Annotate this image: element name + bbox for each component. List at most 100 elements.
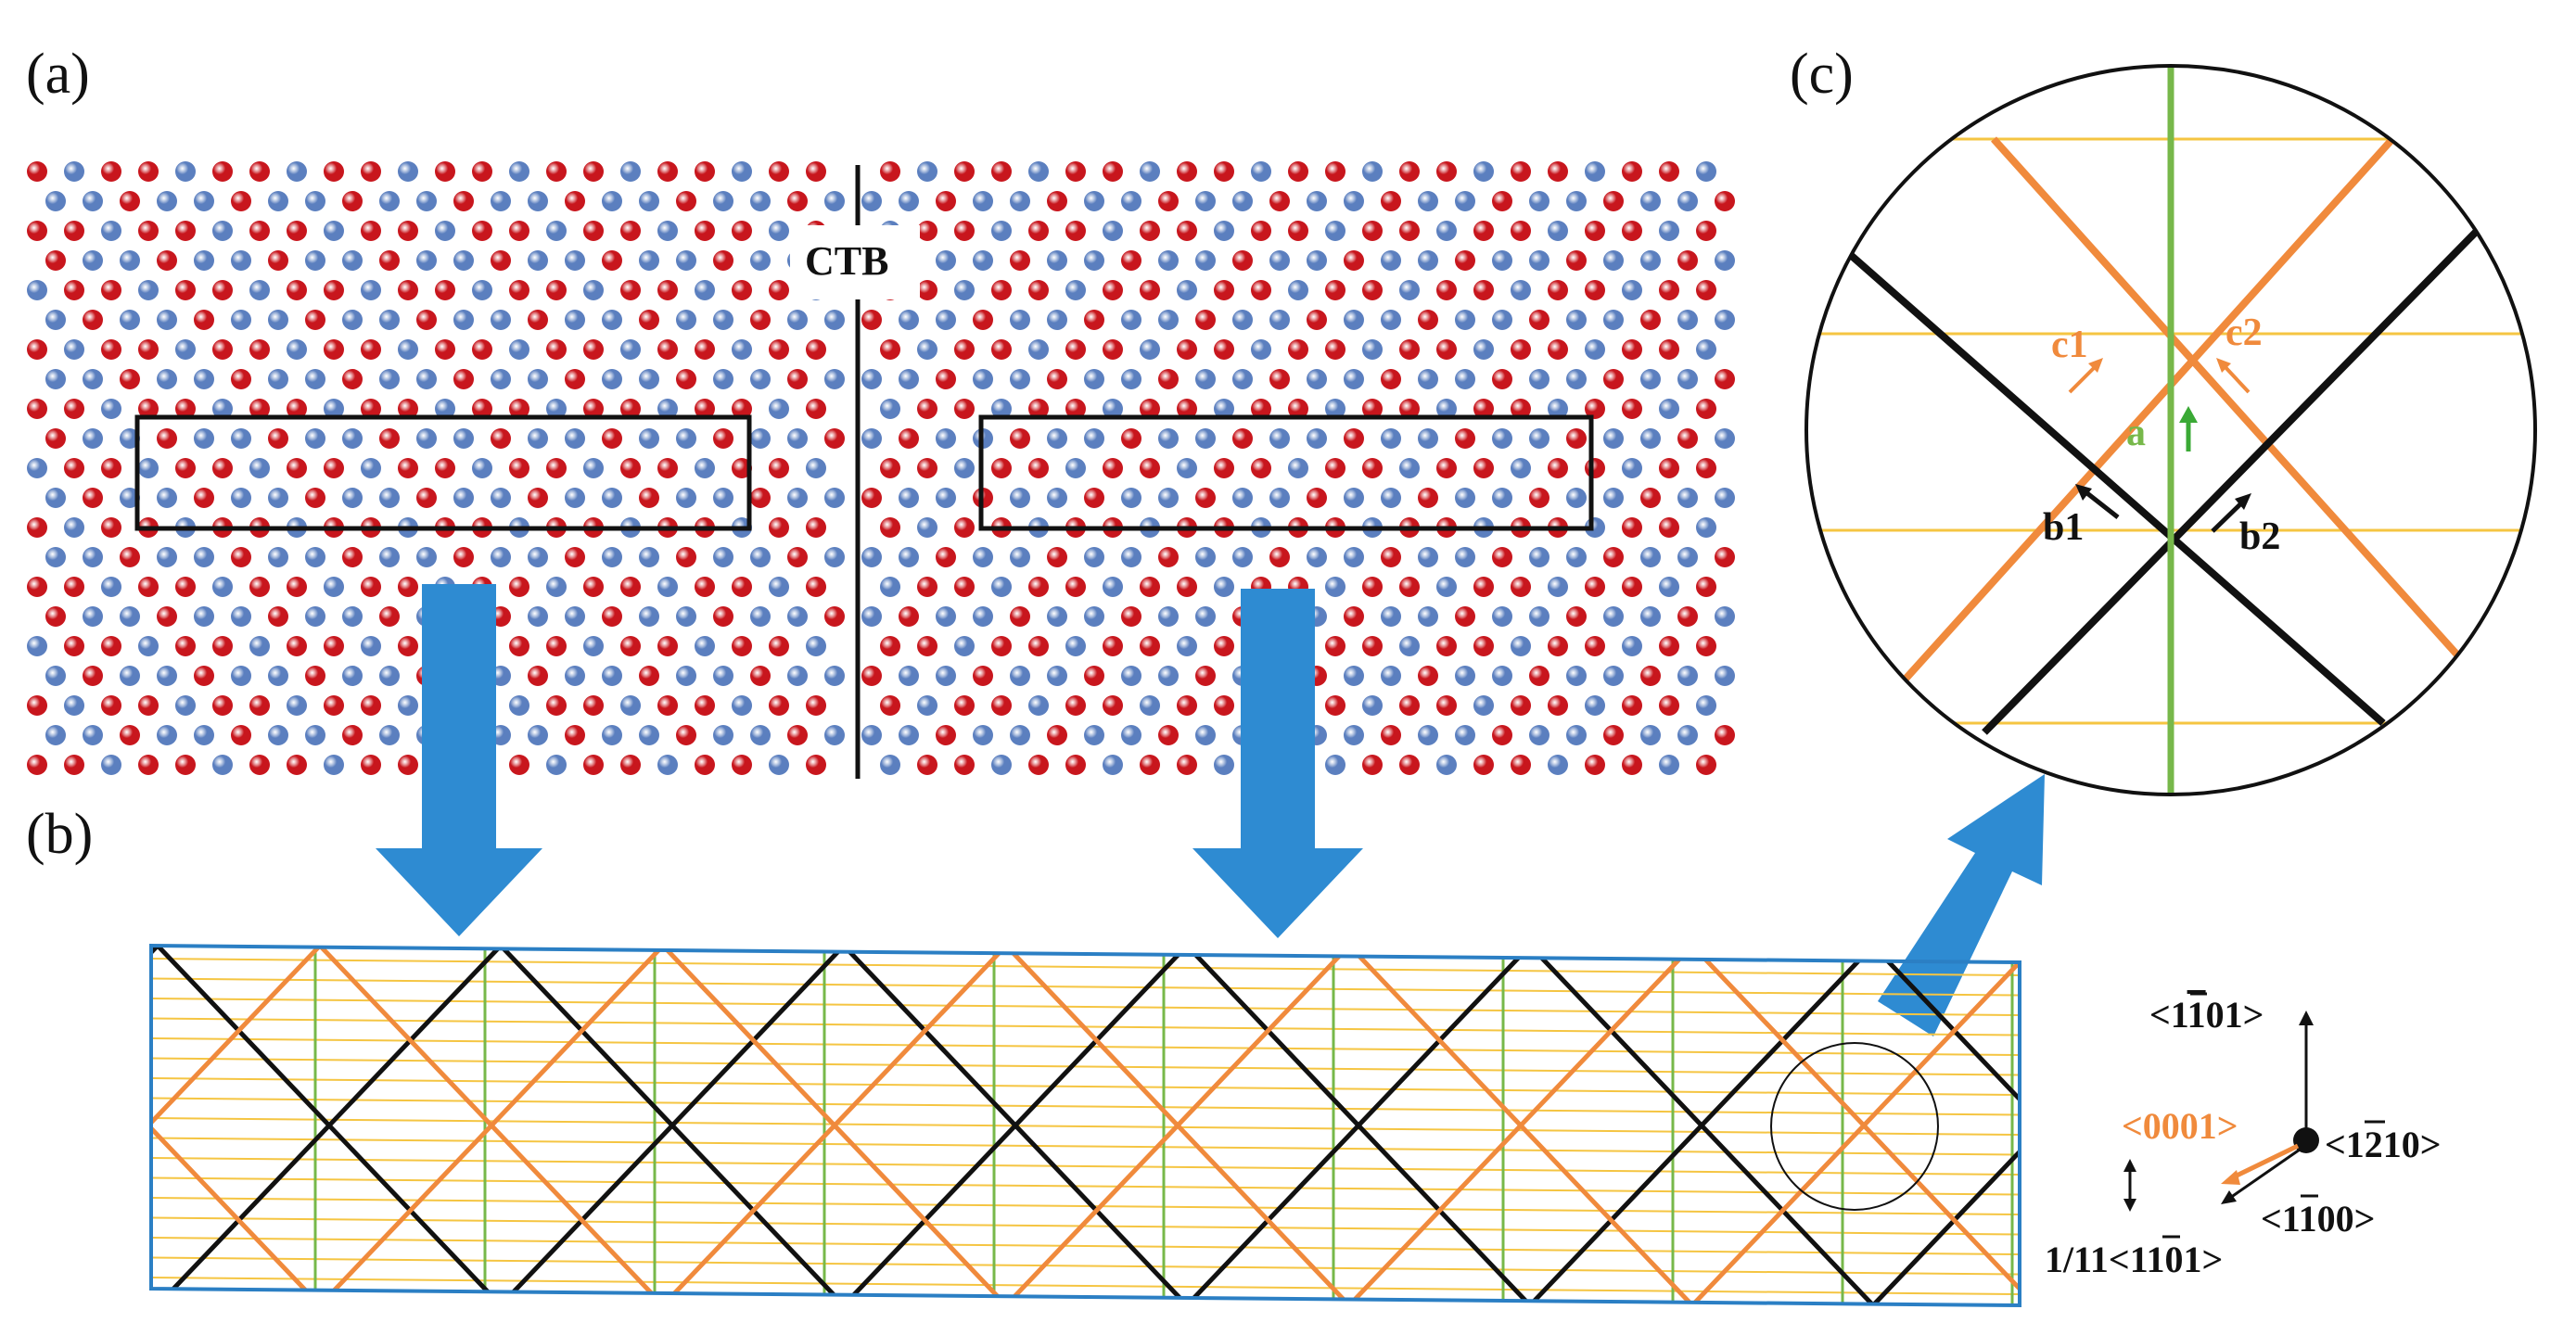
atom-blue [83, 428, 103, 449]
atom-blue [1418, 250, 1438, 271]
atom-blue [194, 369, 214, 389]
atom-blue [416, 369, 437, 389]
atom-blue [880, 755, 900, 775]
atom-red [472, 399, 492, 419]
atom-blue [1140, 695, 1160, 716]
atom-blue [249, 458, 270, 478]
atom-red [231, 191, 251, 211]
atom-blue [620, 161, 641, 182]
atom-red [249, 339, 270, 360]
atom-blue [268, 191, 288, 211]
atom-blue [1269, 428, 1290, 449]
atom-blue [1677, 369, 1698, 389]
atom-blue [602, 191, 622, 211]
atom-blue [1492, 310, 1512, 330]
atom-blue [1158, 250, 1179, 271]
atom-red [509, 399, 529, 419]
atom-red [138, 399, 159, 419]
atom-red [1047, 369, 1067, 389]
atom-red [1344, 606, 1364, 627]
atom-blue [1529, 725, 1549, 745]
slip-line-orange [151, 946, 322, 1305]
atom-red [713, 428, 733, 449]
atom-blue [713, 191, 733, 211]
atom-blue [1232, 547, 1253, 567]
atom-blue [546, 221, 567, 241]
atom-blue [1065, 280, 1086, 300]
atom-blue [212, 755, 233, 775]
atom-red [973, 666, 993, 686]
atom-red [1269, 547, 1290, 567]
atom-blue [379, 488, 400, 508]
atom-blue [1585, 161, 1605, 182]
atom-red [750, 488, 771, 508]
atom-blue [899, 666, 919, 686]
atom-blue [175, 339, 196, 360]
basal-plane-line [151, 1216, 2020, 1236]
atom-red [769, 280, 789, 300]
atom-blue [1696, 695, 1716, 716]
atom-blue [787, 606, 808, 627]
atom-red [398, 755, 418, 775]
atom-red [583, 161, 604, 182]
atom-red [676, 547, 696, 567]
slip-line-black [1185, 946, 1532, 1305]
atom-blue [676, 250, 696, 271]
atom-red [1158, 369, 1179, 389]
atom-blue [120, 250, 140, 271]
atom-blue [231, 250, 251, 271]
ctb-label-background [790, 225, 920, 299]
atom-red [806, 517, 826, 538]
atom-red [1436, 161, 1457, 182]
atom-blue [1121, 488, 1141, 508]
atom-blue [305, 428, 325, 449]
atom-red [1399, 695, 1420, 716]
atom-red [732, 221, 752, 241]
atom-red [324, 339, 344, 360]
atom-blue [491, 310, 511, 330]
atom-red [175, 577, 196, 597]
atom-blue [1455, 191, 1475, 211]
atom-blue [157, 666, 177, 686]
atom-red [732, 755, 752, 775]
atom-blue [1455, 369, 1475, 389]
atom-red [917, 577, 937, 597]
atom-red [1381, 725, 1401, 745]
atom-red [1473, 221, 1494, 241]
atom-red [1084, 488, 1104, 508]
atom-blue [1640, 725, 1661, 745]
atom-red [138, 161, 159, 182]
atom-blue [639, 725, 659, 745]
slip-line-black [156, 946, 503, 1305]
atom-red [101, 161, 121, 182]
atom-red [1010, 250, 1030, 271]
atom-blue [565, 250, 585, 271]
atom-red [917, 755, 937, 775]
atom-red [212, 339, 233, 360]
atom-red [268, 606, 288, 627]
atom-blue [1103, 221, 1123, 241]
atom-red [1362, 636, 1383, 656]
atom-red [1622, 695, 1642, 716]
atom-red [287, 221, 307, 241]
panel-a-label: (a) [26, 43, 90, 106]
atom-red [1548, 161, 1568, 182]
atom-blue [973, 725, 993, 745]
atom-red [861, 488, 882, 508]
atom-red [1177, 339, 1197, 360]
atom-red [1325, 280, 1345, 300]
atom-red [1715, 725, 1735, 745]
atom-blue [45, 725, 66, 745]
atom-red [361, 399, 381, 419]
atom-red [620, 221, 641, 241]
atom-blue [1529, 428, 1549, 449]
atom-blue [1195, 547, 1216, 567]
atom-blue [1529, 369, 1549, 389]
atom-blue [305, 369, 325, 389]
atom-blue [1121, 725, 1141, 745]
atom-red [880, 161, 900, 182]
atom-red [1715, 191, 1735, 211]
atom-red [620, 399, 641, 419]
basal-plane-line [151, 1157, 2020, 1176]
atom-red [954, 161, 975, 182]
